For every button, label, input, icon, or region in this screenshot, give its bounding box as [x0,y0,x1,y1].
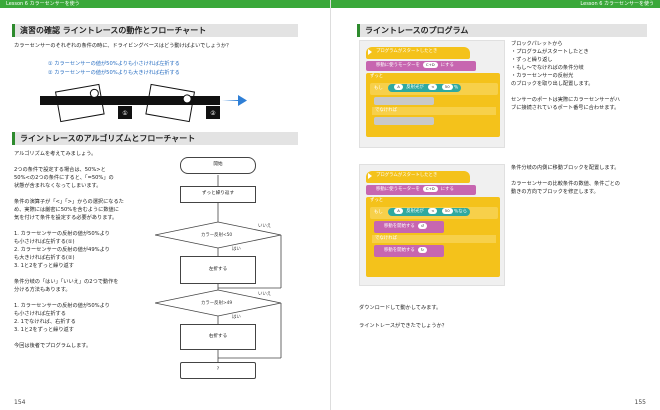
marker-2-box [206,106,220,119]
algorithm-line: 1. カラーセンサーの反射の値が50%より [14,303,110,309]
intro-text: カラーセンサーのそれぞれの条件の時に、ドライビングベースはどう動けばよいでしょう… [14,43,232,49]
right-section-title: ライントレースのプログラム [357,24,647,37]
flow-yes1: はい [232,247,241,252]
side-text-2: 条件分岐の内側に移動ブロックを配置します。カラーセンサーの比較条件の数値、条件ご… [511,164,620,196]
algorithm-text: アルゴリズムを考えてみましょう。 2つの条件で設定する場合は、50%>と 50%<の… [14,150,124,350]
section2-title: ライントレースのアルゴリズムとフローチャート [12,132,298,145]
flow-turn-right: 右折する [180,324,256,350]
flow-loop: ずっと繰り返す [180,186,256,203]
side-line: 条件分岐の内側に移動ブロックを配置します。 [511,165,620,171]
p1-empty-slot-2 [374,117,434,125]
algorithm-line: アルゴリズムを考えてみましょう。 [14,151,97,157]
algorithm-line: も小さければ左折する(①) [14,239,75,245]
algorithm-line: 分ける方法もあります。 [14,287,71,293]
flow-no1: いいえ [258,224,272,229]
right-header-bar: Lesson 6 カラーセンサーを使う [331,0,660,8]
p1-empty-slot-1 [374,97,434,105]
algorithm-line: め、実際には厳密に50%を含むように数値に [14,207,119,213]
algorithm-line: 条件分岐の「はい」「いいえ」の2つで動作を [14,279,119,285]
algorithm-line [14,190,124,198]
left-header-text: Lesson 6 カラーセンサーを使う [6,1,80,7]
side-line: ・ずっと繰り返し [511,57,553,63]
algorithm-line: 気を付けて条件を設定する必要があります。 [14,215,118,221]
marker-1: ① [122,110,127,117]
rotate-right-icon: ↻ [417,246,427,253]
side-line: ・カラーセンサーの反射光 [511,73,574,79]
flag-icon [368,49,372,55]
side-line: ・もし〜でなければの条件分岐 [511,65,584,71]
left-page-number: 154 [14,399,26,406]
line-trace-illustration: ① ② [40,83,247,123]
side-text-1: ブロックパレットから・プログラムがスタートしたとき・ずっと繰り返し・もし〜でなけ… [511,40,620,112]
algorithm-line [14,222,124,230]
robot-left [54,83,105,123]
algorithm-line: 3. 1と2をずっと繰り返す [14,327,74,333]
flow-end: ? [180,362,256,379]
p2-hat-block: プログラムがスタートしたとき [366,171,470,183]
direction-arrow-icon [222,95,247,106]
side-line [511,172,620,180]
algorithm-line: 1. カラーセンサーの反射の値が50%より [14,231,110,237]
p2-if-block: もし A 反射光が < 50 %なら [370,207,498,219]
condition-2: ② カラーセンサーの値が50%よりも大きければ右折する [48,70,180,76]
p1-hat-block: プログラムがスタートしたとき [366,47,470,59]
flow-yes2: はい [232,315,241,320]
flow-no2: いいえ [258,292,272,297]
side-line [511,88,620,96]
algorithm-line: 50%<の2つの条件にすると、「=50%」の [14,175,114,181]
p1-else-label: でなければ [372,107,496,115]
algorithm-line: も小さければ左折する [14,311,66,317]
algorithm-line: 状態が含まれなくなってしまいます。 [14,183,102,189]
algorithm-line: 今回は後者でプログラムします。 [14,343,92,349]
left-page: Lesson 6 カラーセンサーを使う 演習の確認 ライントレースの動作とフロー… [0,0,330,406]
flow-turn-left: 左折する [180,256,256,284]
right-header-text: Lesson 6 カラーセンサーを使う [580,1,654,7]
side-line: ブロックパレットから [511,41,563,47]
right-page: Lesson 6 カラーセンサーを使う ライントレースのプログラム プログラムが… [330,0,660,410]
condition-1: ① カラーセンサーの値が50%よりも小さければ左折する [48,61,180,67]
algorithm-line [14,334,124,342]
right-page-number: 155 [634,399,646,406]
side-line: ブに接続されているポート番号に合わせます。 [511,105,620,111]
marker-1-box [118,106,132,119]
marker-2: ② [210,110,216,117]
flow-start: 開始 [180,157,256,174]
side-line: 動きの方向でブロックを修正します。 [511,189,599,195]
p1-if-block: もし A 反射光が < 50 % [370,83,498,95]
rotate-left-icon: ↺ [417,222,427,229]
left-header-bar: Lesson 6 カラーセンサーを使う [0,0,330,8]
algorithm-line: 2つの条件で設定する場合は、50%>と [14,167,106,173]
side-line: のブロックを取り出し配置します。 [511,81,594,87]
algorithm-line: も大きければ右折する(②) [14,255,75,261]
algorithm-line: 3. 1と2をずっと繰り返す [14,263,74,269]
side-line: ・プログラムがスタートしたとき [511,49,589,55]
algorithm-line [14,270,124,278]
algorithm-line [14,294,124,302]
flow-cond2: カラー反射>49 [201,301,233,306]
algorithm-line [14,158,124,166]
black-line [40,96,220,105]
flag-icon [368,173,372,179]
footer-download: ダウンロードして動かしてみます。 [359,305,442,311]
p2-move-right-block: 移動を開始する↻ [374,245,444,257]
footer-question: ライントレースができたでしょうか？ [359,323,447,329]
flow-cond1: カラー反射<50 [201,233,233,238]
side-line: センサーのポートは実際にカラーセンサーがハ [511,97,620,103]
algorithm-line: 2. カラーセンサーの反射の値が49%より [14,247,110,253]
algorithm-line: 2. 1でなければ、右折する [14,319,76,325]
robot-right [145,83,196,123]
p2-move-left-block: 移動を開始する↺ [374,221,444,233]
section1-title: 演習の確認 ライントレースの動作とフローチャート [12,24,298,37]
flowchart-lines [155,175,282,362]
p2-else-label: でなければ [372,235,496,243]
side-line: カラーセンサーの比較条件の数値、条件ごとの [511,181,620,187]
algorithm-line: 条件の演算子が「<」「>」からの選択になるた [14,199,124,205]
